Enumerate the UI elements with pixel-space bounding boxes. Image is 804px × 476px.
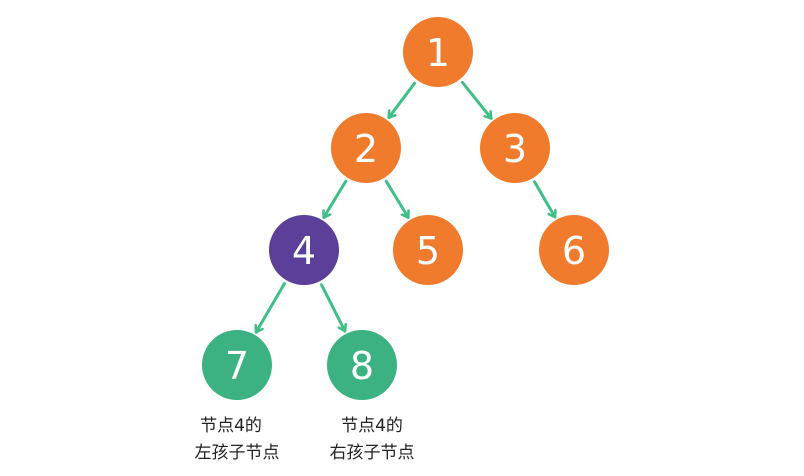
right-child-note: 节点4的 右孩子节点 [330,416,415,463]
edge-4-7 [256,282,286,334]
edge-2-5 [384,179,408,220]
node-4-label: 4 [292,229,316,273]
node-7-label: 7 [225,344,249,388]
node-8: 8 [327,330,397,400]
node-3-circle [480,113,550,183]
node-2: 2 [331,113,401,183]
node-4-circle [269,215,339,285]
node-4: 4 [269,215,339,285]
node-2-label: 2 [354,127,378,171]
tree-edges [256,80,555,334]
node-7-circle [202,330,272,400]
edge-1-3 [460,80,493,120]
node-7: 7 [202,330,272,400]
node-1: 1 [403,17,473,87]
left-child-note-line2: 左孩子节点 [195,443,280,463]
node-5: 5 [393,215,463,285]
node-6: 6 [539,215,609,285]
node-5-circle [393,215,463,285]
left-child-note: 节点4的 左孩子节点 [195,416,280,463]
right-child-note-line2: 右孩子节点 [330,443,415,463]
node-6-circle [539,215,609,285]
edge-4-8 [320,283,345,333]
edge-2-4 [324,179,348,220]
node-8-circle [327,330,397,400]
right-child-note-line1: 节点4的 [341,416,403,436]
node-2-circle [331,113,401,183]
node-3: 3 [480,113,550,183]
node-1-circle [403,17,473,87]
node-3-label: 3 [503,127,527,171]
node-1-label: 1 [426,31,450,75]
edge-3-6 [533,180,555,219]
node-5-label: 5 [416,229,440,273]
node-6-label: 6 [562,229,586,273]
tree-nodes: 1 2 3 4 5 6 7 8 [202,17,609,400]
left-child-note-line1: 节点4的 [200,416,262,436]
edge-1-2 [387,81,417,120]
node-8-label: 8 [350,344,374,388]
